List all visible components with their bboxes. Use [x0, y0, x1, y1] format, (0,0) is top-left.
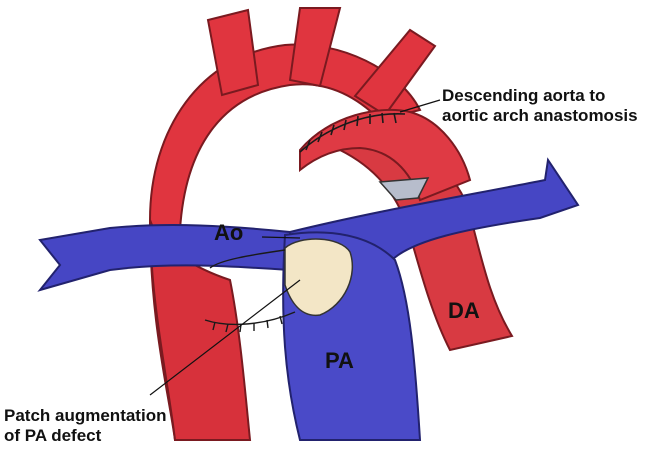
anastomosis-annotation: Descending aorta to aortic arch anastomo… [442, 86, 638, 125]
patch-leader-line [149, 279, 301, 396]
head-vessel-2 [288, 7, 342, 88]
patch-line-2: of PA defect [4, 425, 102, 445]
pa-patch [284, 238, 354, 316]
head-vessel-3 [353, 28, 437, 117]
ao-leader-line [261, 236, 301, 239]
ductal-stump [378, 177, 430, 201]
patch-line-1: Patch augmentation [4, 406, 167, 425]
anastomosis-line-1: Descending aorta to [442, 86, 606, 105]
patch-sutures [204, 249, 296, 333]
anastomosis-line-2: aortic arch anastomosis [442, 105, 638, 125]
anastomosis-sutures [299, 112, 406, 153]
anastomosis-leader-line [399, 99, 441, 113]
da-label: DA [448, 298, 480, 323]
ao-label: Ao [214, 220, 244, 245]
pa-label: PA [325, 348, 354, 373]
patch-annotation: Patch augmentation of PA defect [4, 406, 166, 445]
head-vessel-1 [206, 8, 260, 97]
